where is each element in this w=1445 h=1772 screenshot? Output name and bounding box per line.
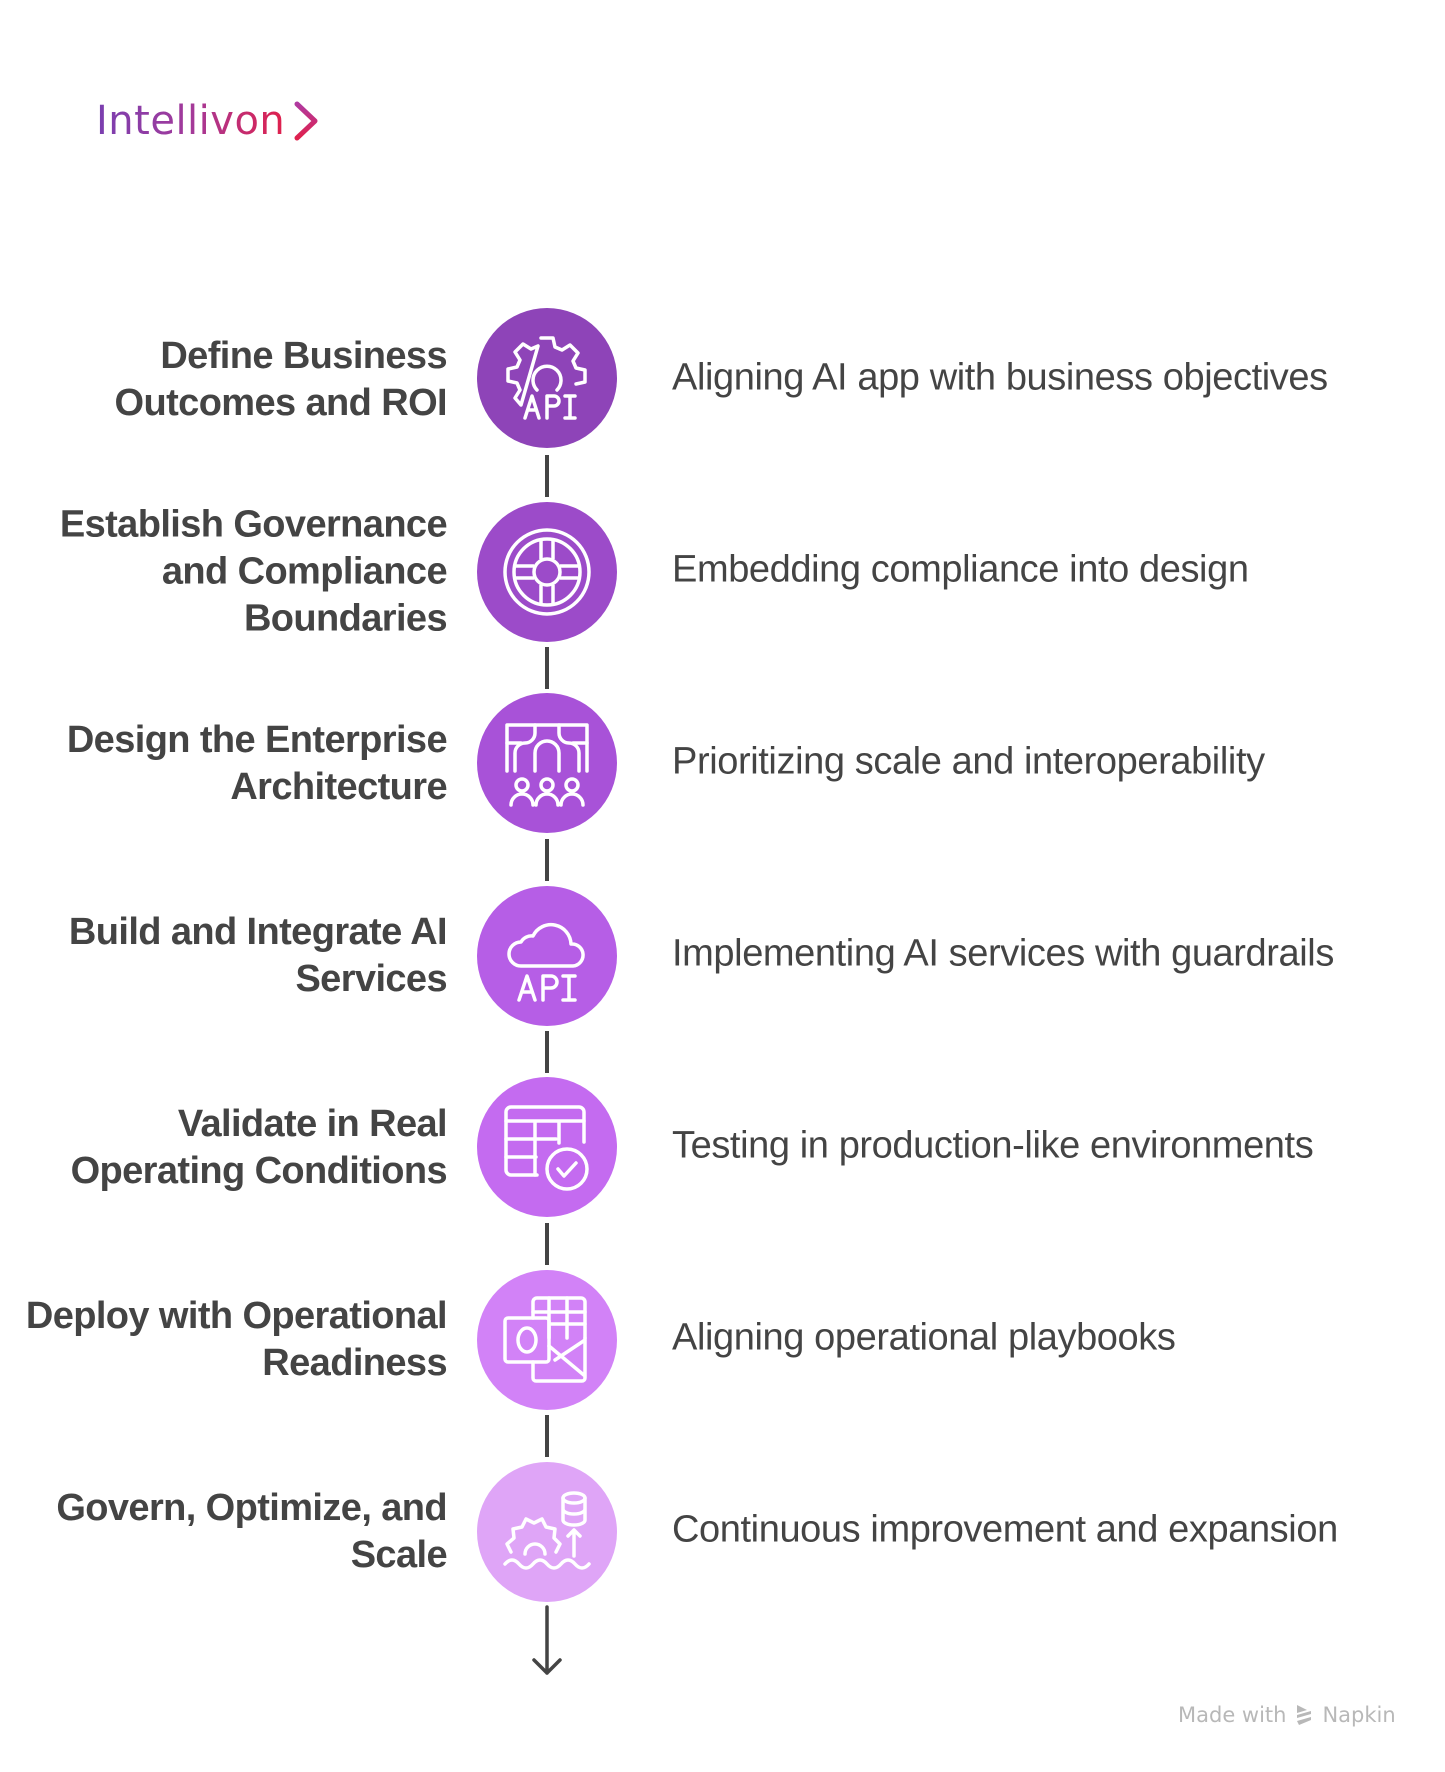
step-description: Aligning operational playbooks: [672, 1316, 1176, 1359]
architecture-people-icon: [505, 723, 589, 807]
shield-target-icon: [503, 528, 591, 616]
step-description: Embedding compliance into design: [672, 548, 1249, 591]
cloud-api-icon: [507, 922, 585, 1002]
connector-line: [545, 839, 549, 881]
chevron-right-icon: [294, 101, 318, 141]
step-title: Define Business Outcomes and ROI: [114, 335, 448, 424]
arrow-down-icon: [532, 1605, 562, 1675]
step-title: Build and Integrate AI Services: [68, 911, 448, 1000]
step-circle: [477, 693, 617, 833]
step-title: Establish Governance and Compliance Boun…: [59, 503, 448, 640]
step-circle: [477, 1270, 617, 1410]
napkin-logo-icon: [1297, 1705, 1312, 1725]
step-circle: [477, 308, 617, 448]
step-title: Govern, Optimize, and Scale: [56, 1487, 447, 1576]
step-title: Deploy with Operational Readiness: [25, 1295, 448, 1384]
step-description: Continuous improvement and expansion: [672, 1508, 1338, 1551]
step-circle: [477, 1077, 617, 1217]
step-description: Prioritizing scale and interoperability: [672, 740, 1265, 783]
brand-logo-text: Intellivon: [96, 98, 286, 144]
step-title: Design the Enterprise Architecture: [66, 719, 448, 808]
step-description: Testing in production-like environments: [672, 1124, 1314, 1167]
table-check-icon: [504, 1105, 589, 1191]
gear-api-icon: [506, 336, 587, 420]
step-description: Implementing AI services with guardrails: [672, 932, 1334, 975]
connector-line: [545, 1415, 549, 1457]
step-circle: [477, 502, 617, 642]
gear-database-icon: [503, 1491, 591, 1570]
footer-made-with: Made with: [1178, 1703, 1287, 1727]
brand-logo: Intellivon: [96, 96, 319, 146]
outlook-table-icon: [503, 1296, 587, 1383]
step-circle: [477, 886, 617, 1026]
step-circle: [477, 1462, 617, 1602]
connector-line: [545, 647, 549, 689]
connector-line: [545, 1223, 549, 1265]
connector-line: [545, 1031, 549, 1073]
step-title: Validate in Real Operating Conditions: [70, 1103, 448, 1192]
connector-line: [545, 455, 549, 497]
made-with-napkin: Made with Napkin: [1178, 1703, 1396, 1727]
step-description: Aligning AI app with business objectives: [672, 356, 1328, 399]
footer-brand: Napkin: [1322, 1703, 1396, 1727]
